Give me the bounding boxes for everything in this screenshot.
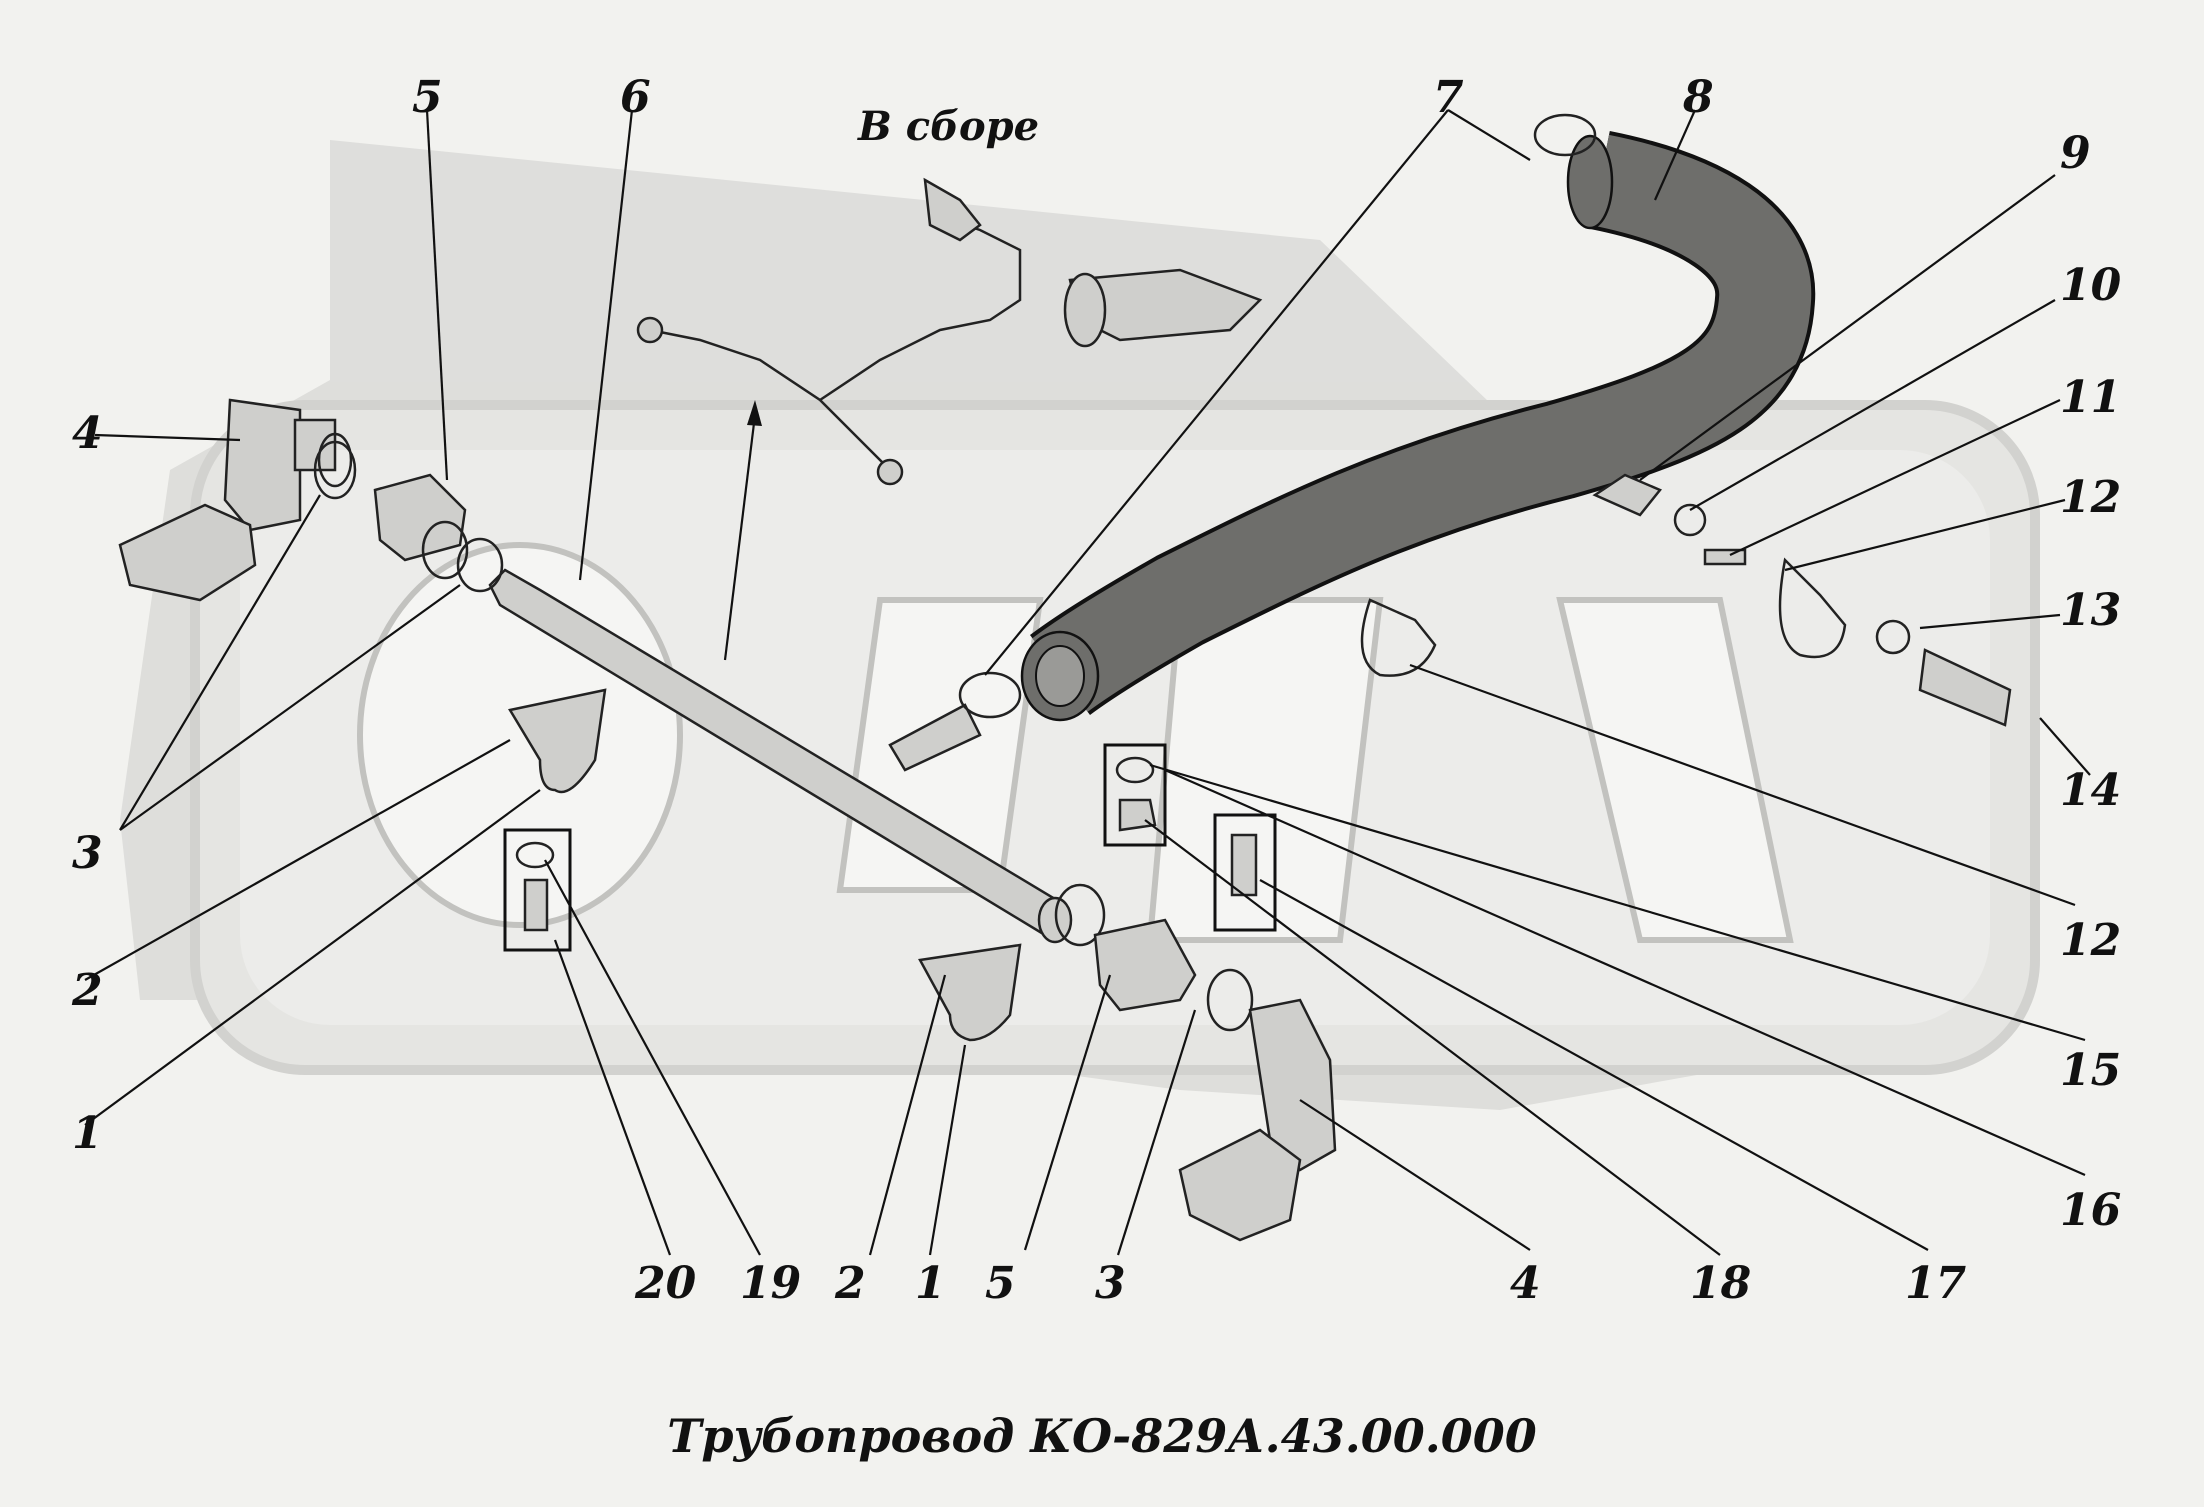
callout-2-bottom: 2 bbox=[834, 1258, 866, 1309]
hardware bbox=[503, 473, 2012, 952]
right-fittings bbox=[1054, 883, 1337, 1242]
callout-5: 5 bbox=[412, 72, 443, 123]
main-pipe bbox=[488, 568, 1073, 944]
callout-15: 15 bbox=[2060, 1045, 2121, 1096]
callout-11: 11 bbox=[2060, 372, 2121, 423]
callout-numbers: 4 5 6 7 8 9 10 11 12 13 14 12 15 16 17 1… bbox=[71, 72, 2122, 1309]
diagram-title: Трубопровод КО-829А.43.00.000 bbox=[667, 1409, 1537, 1463]
callout-20: 20 bbox=[634, 1258, 697, 1309]
callout-12-bottom: 12 bbox=[2060, 915, 2121, 966]
assembly-arrow bbox=[723, 400, 762, 661]
callout-3-left: 3 bbox=[72, 828, 103, 879]
clamps bbox=[508, 113, 1847, 1042]
callout-14: 14 bbox=[2060, 765, 2121, 816]
assembly-label: В сборе bbox=[857, 103, 1039, 150]
assembly-illustration bbox=[636, 177, 1263, 486]
callout-4: 4 bbox=[72, 408, 103, 459]
callout-18: 18 bbox=[1690, 1258, 1751, 1309]
hose bbox=[1020, 130, 1816, 722]
callout-6: 6 bbox=[620, 72, 651, 123]
callout-2-left: 2 bbox=[71, 965, 103, 1016]
callout-10: 10 bbox=[2060, 260, 2122, 311]
callout-4-bottom: 4 bbox=[1510, 1258, 1541, 1309]
callout-8: 8 bbox=[1682, 72, 1714, 123]
leader-lines bbox=[84, 109, 2091, 1256]
callout-1-left: 1 bbox=[72, 1108, 103, 1159]
callout-7: 7 bbox=[1433, 72, 1464, 123]
left-fittings bbox=[313, 440, 504, 593]
callout-12-top: 12 bbox=[2060, 472, 2121, 523]
callout-5-bottom: 5 bbox=[985, 1258, 1016, 1309]
callout-16: 16 bbox=[2060, 1185, 2121, 1236]
callout-13: 13 bbox=[2060, 585, 2121, 636]
callout-19: 19 bbox=[740, 1258, 801, 1309]
callout-1-bottom: 1 bbox=[915, 1258, 946, 1309]
callout-9: 9 bbox=[2060, 128, 2091, 179]
callout-17: 17 bbox=[1905, 1258, 1967, 1309]
callout-3-bottom: 3 bbox=[1095, 1258, 1126, 1309]
left-valve bbox=[118, 398, 353, 602]
watermark-logo bbox=[120, 140, 2040, 1110]
